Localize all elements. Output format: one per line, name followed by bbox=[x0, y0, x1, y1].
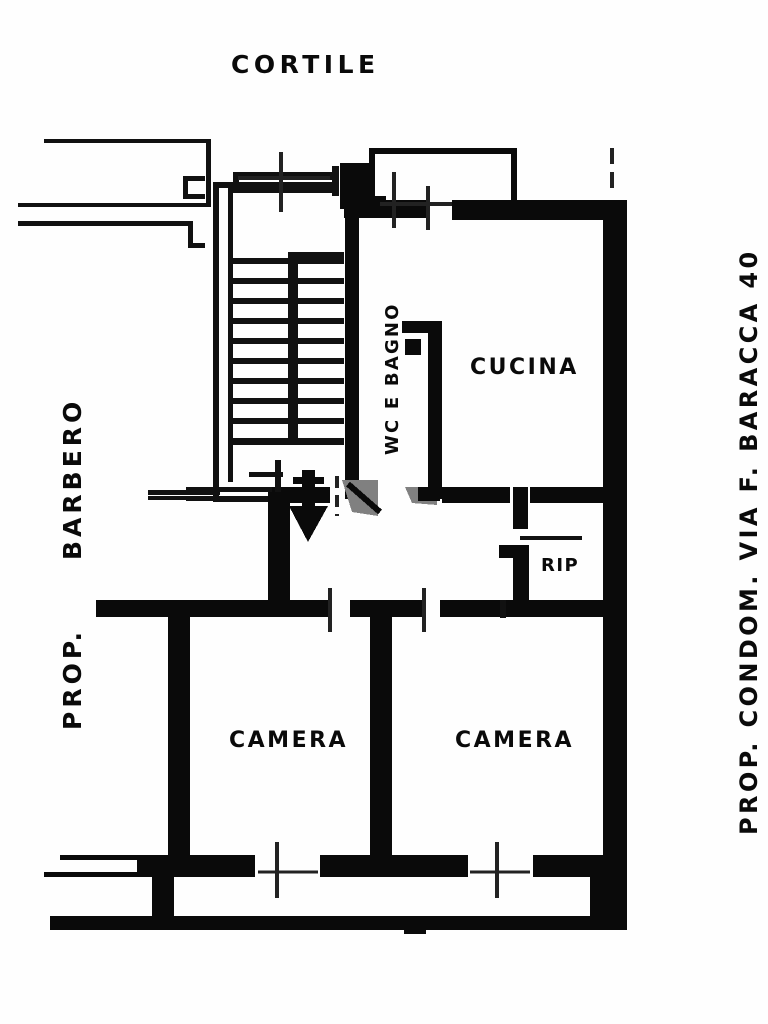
room-label-ripostiglio: RIP bbox=[541, 555, 580, 576]
room-label-cucina: CUCINA bbox=[470, 355, 579, 380]
boundary-label-left-barbero: BARBERO bbox=[58, 397, 87, 560]
window-markers bbox=[238, 148, 614, 898]
boundary-label-right: PROP. CONDOM. VIA F. BARACCA 40 bbox=[735, 248, 763, 835]
boundary-label-left-prop: PROP. bbox=[58, 627, 87, 730]
room-label-wc-bagno: WC E BAGNO bbox=[382, 302, 403, 455]
entrance-arrow-icon bbox=[289, 470, 328, 542]
structural-walls bbox=[44, 148, 627, 934]
room-label-camera-left: CAMERA bbox=[229, 728, 349, 753]
room-label-camera-right: CAMERA bbox=[455, 728, 575, 753]
door-swing-symbols bbox=[342, 480, 440, 516]
top-landing-detail bbox=[233, 166, 339, 196]
misc-detail-marks bbox=[186, 460, 582, 618]
adjacent-property-outline bbox=[18, 139, 211, 248]
staircase bbox=[233, 252, 344, 445]
page-title: CORTILE bbox=[231, 50, 380, 79]
stairwell-enclosure bbox=[148, 182, 333, 502]
